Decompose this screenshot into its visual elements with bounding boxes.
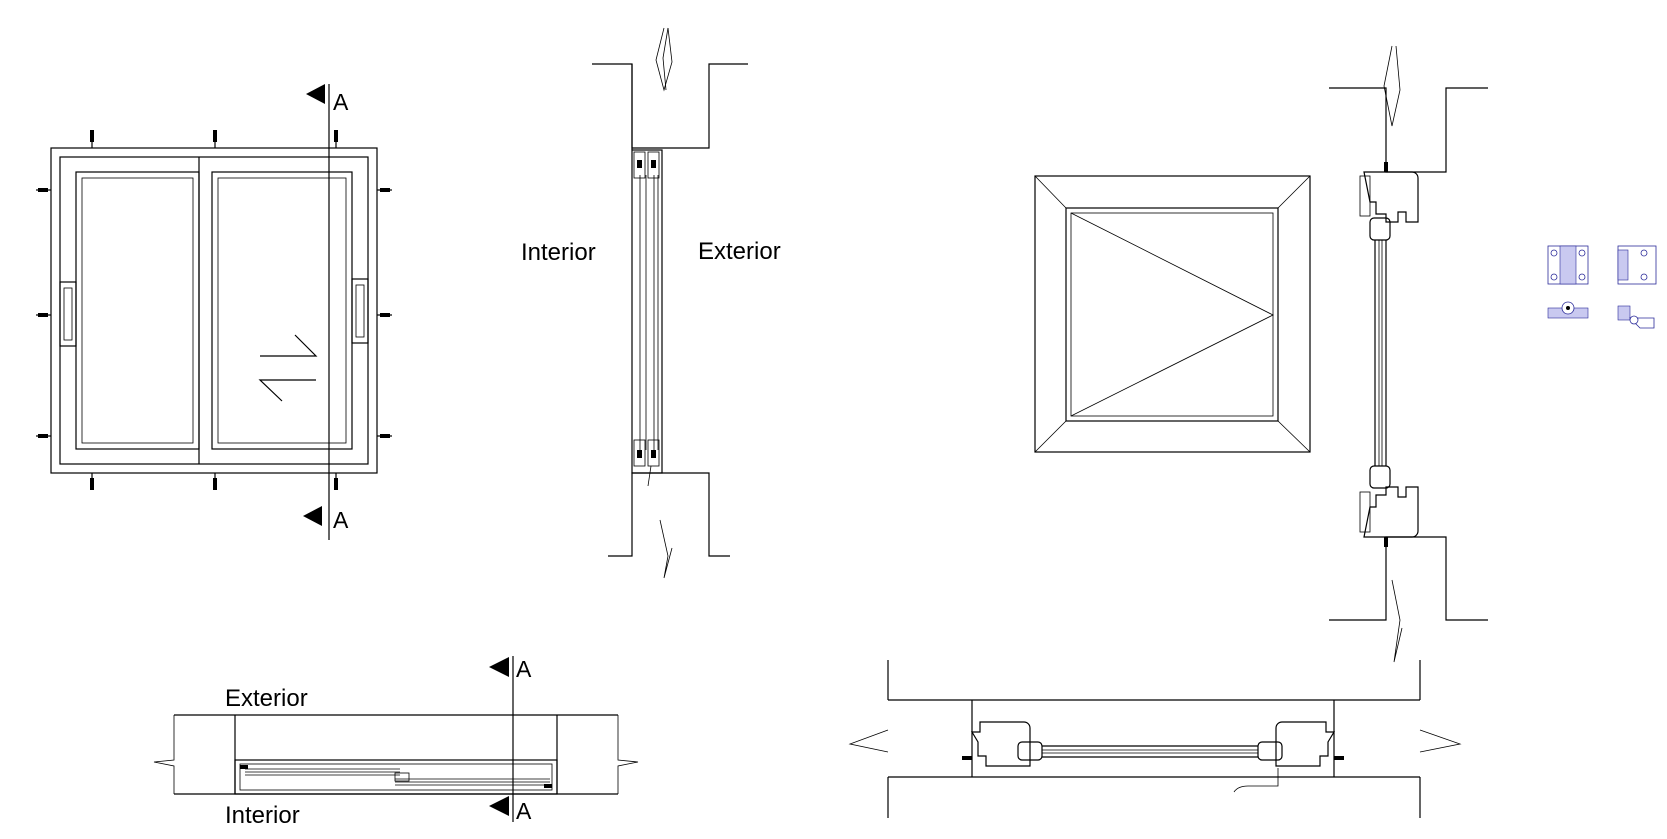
label-exterior: Exterior	[698, 238, 781, 265]
hinge-open-icon	[1617, 305, 1655, 329]
hinged-window-plan-section	[848, 660, 1462, 818]
section-marker-arrow	[303, 506, 322, 526]
hinge-details	[1547, 245, 1657, 329]
label-interior: Interior	[225, 802, 300, 829]
sliding-window-vertical-section: Interior Exterior	[521, 27, 781, 579]
hinge-front-icon	[1547, 245, 1589, 285]
section-marker-arrow	[489, 657, 509, 677]
window-handle-icon	[1233, 768, 1279, 793]
hinge-side-icon	[1617, 245, 1657, 285]
label-interior: Interior	[521, 239, 596, 266]
section-marker-label: A	[333, 89, 349, 115]
sliding-window-plan-section: A A Exterior Interior	[153, 656, 639, 829]
section-marker-label: A	[516, 656, 532, 682]
sliding-window-elevation: A A	[36, 84, 392, 540]
section-marker-arrow	[306, 84, 325, 104]
sliding-arrows-icon	[258, 334, 318, 402]
hinge-top-icon	[1547, 301, 1589, 319]
section-marker-label: A	[333, 507, 349, 533]
anchor-icon	[36, 130, 392, 490]
section-marker-arrow	[489, 796, 509, 816]
hinged-window-vertical-section	[1329, 45, 1488, 663]
hinged-window-elevation	[1034, 175, 1311, 453]
opening-triangle-icon	[1070, 212, 1274, 417]
section-marker-label: A	[516, 798, 532, 824]
label-exterior: Exterior	[225, 685, 308, 712]
